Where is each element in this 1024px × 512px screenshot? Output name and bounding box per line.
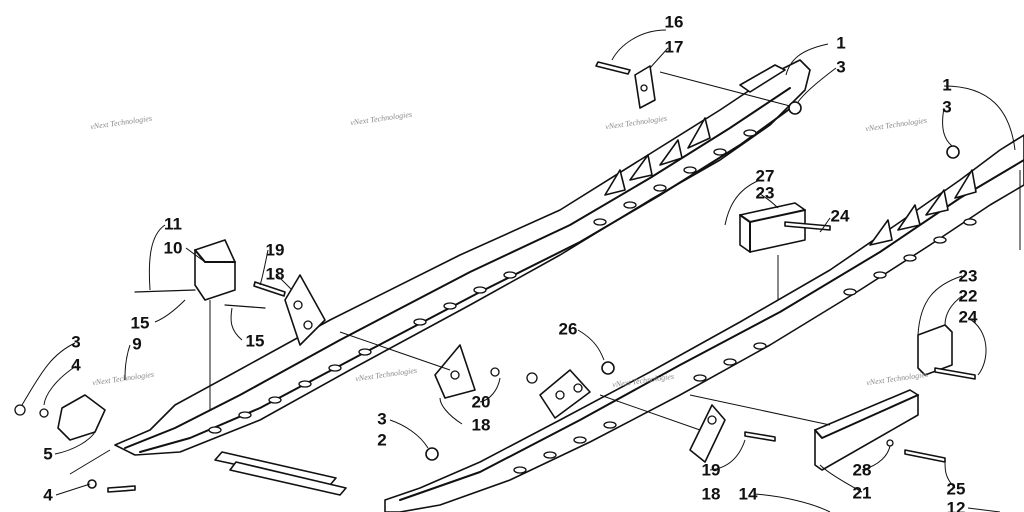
callout-21: 21 bbox=[852, 483, 872, 503]
left-slide-rail bbox=[114, 59, 811, 456]
callout-23: 23 bbox=[755, 183, 775, 203]
right-slide-rail bbox=[384, 134, 1024, 512]
callout-2: 2 bbox=[377, 430, 387, 450]
bracket-18-left bbox=[253, 274, 326, 346]
callout-19: 19 bbox=[265, 240, 285, 260]
callout-1: 1 bbox=[942, 75, 952, 95]
bracket-10 bbox=[134, 239, 266, 309]
washer-4 bbox=[87, 479, 97, 489]
callout-26: 26 bbox=[558, 319, 578, 339]
nut-3-upper bbox=[788, 101, 802, 115]
bracket-20 bbox=[434, 344, 500, 399]
callout-3: 3 bbox=[377, 409, 387, 429]
callout-16: 16 bbox=[664, 12, 684, 32]
callout-14: 14 bbox=[738, 484, 758, 504]
callout-20: 20 bbox=[471, 392, 491, 412]
callout-28: 28 bbox=[852, 460, 872, 480]
callout-27: 27 bbox=[755, 166, 775, 186]
bar-21 bbox=[814, 389, 946, 471]
callout-19: 19 bbox=[701, 460, 721, 480]
callout-18: 18 bbox=[471, 415, 491, 435]
bolt-4 bbox=[107, 485, 136, 493]
callout-11: 11 bbox=[164, 214, 182, 234]
callout-10: 10 bbox=[163, 238, 183, 258]
callout-25: 25 bbox=[946, 479, 966, 499]
callout-24: 24 bbox=[830, 206, 850, 226]
bracket-18-middle bbox=[526, 369, 591, 419]
callout-15: 15 bbox=[130, 313, 150, 333]
right-rail-holes bbox=[513, 218, 977, 474]
clip-5 bbox=[14, 394, 106, 441]
callout-3: 3 bbox=[942, 97, 952, 117]
cross-shaft bbox=[214, 451, 347, 496]
callout-24: 24 bbox=[958, 307, 978, 327]
callout-5: 5 bbox=[43, 444, 53, 464]
callout-4: 4 bbox=[43, 485, 53, 505]
callout-23: 23 bbox=[958, 266, 978, 286]
callout-15: 15 bbox=[245, 331, 265, 351]
bracket-18-right bbox=[689, 404, 776, 463]
callout-1: 1 bbox=[836, 33, 846, 53]
callout-17: 17 bbox=[664, 37, 684, 57]
leader-lines bbox=[21, 29, 1021, 512]
nut-3-right bbox=[946, 145, 960, 159]
callout-18: 18 bbox=[265, 264, 285, 284]
callout-18: 18 bbox=[701, 484, 721, 504]
callout-3: 3 bbox=[836, 57, 846, 77]
left-rail-holes bbox=[208, 129, 757, 434]
callout-22: 22 bbox=[958, 286, 978, 306]
callout-3: 3 bbox=[71, 332, 81, 352]
bracket-17 bbox=[595, 61, 656, 109]
bumper-block-upper bbox=[739, 202, 831, 253]
callout-9: 9 bbox=[132, 334, 142, 354]
nut-3-lower bbox=[425, 447, 439, 461]
callout-12: 12 bbox=[946, 498, 966, 512]
nut-26 bbox=[601, 361, 615, 375]
callout-4: 4 bbox=[71, 355, 81, 375]
